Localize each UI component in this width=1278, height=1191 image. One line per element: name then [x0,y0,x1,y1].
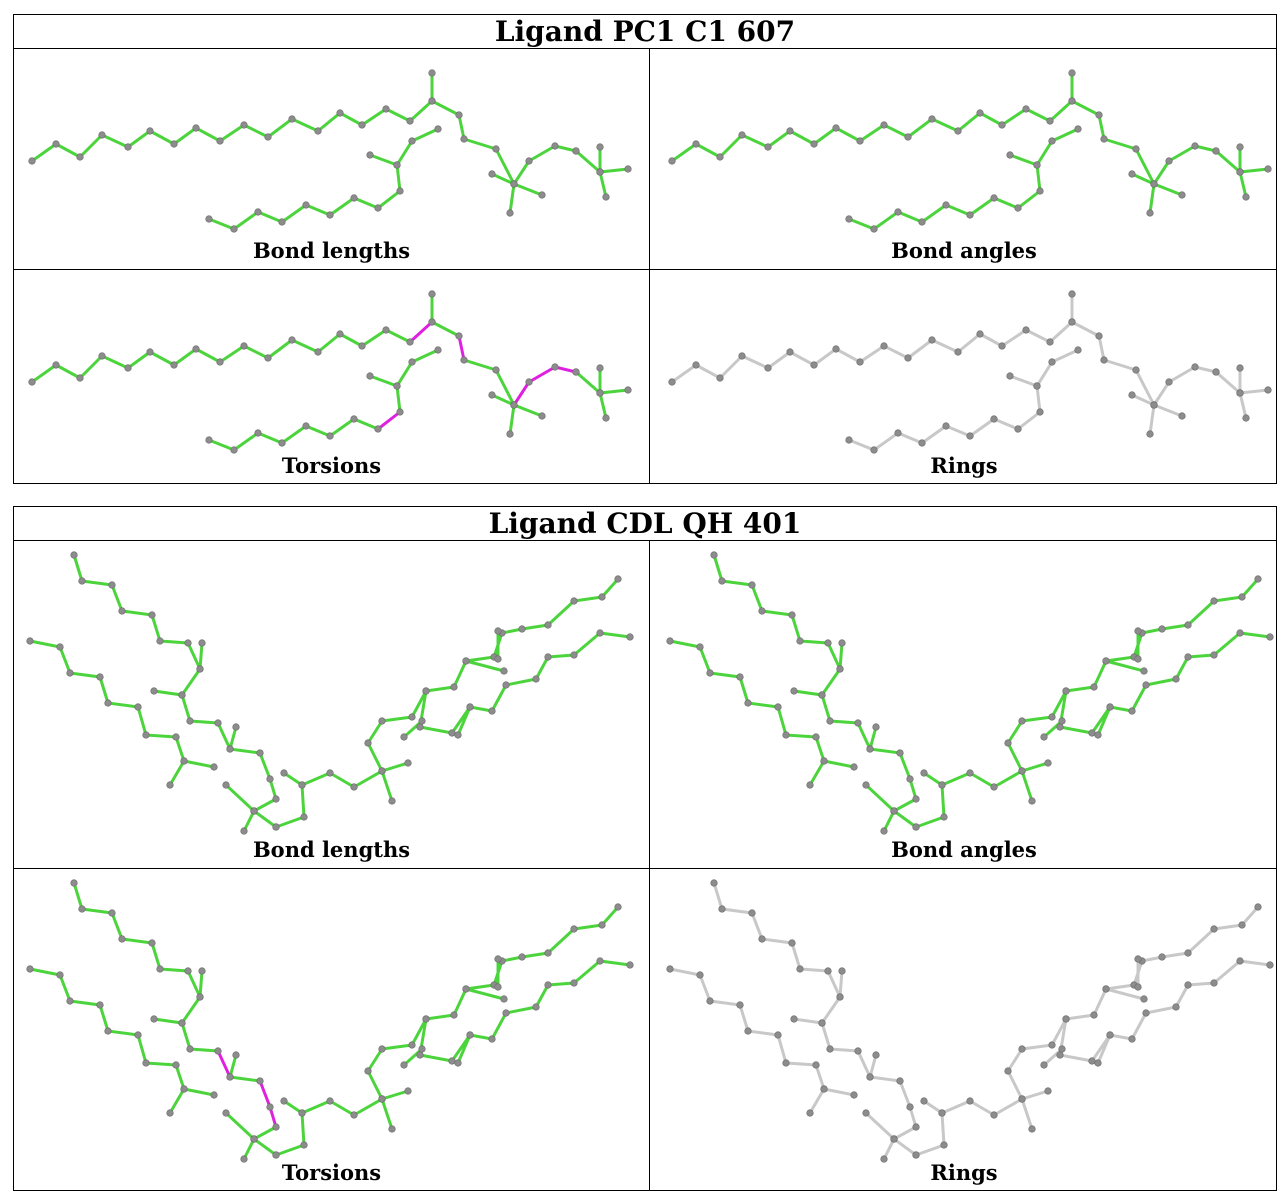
panel-bond-lengths: Bond lengths [14,541,649,868]
molecule-image [666,879,1274,1163]
panel-rings: Rings [650,270,1278,484]
panel-label: Rings [930,1160,998,1185]
panel-bond-lengths: Bond lengths [14,49,649,269]
panel-label: Bond lengths [252,837,411,862]
panel-label: Bond angles [891,837,1037,862]
panel-label: Rings [930,453,998,478]
panel-label: Torsions [281,1160,382,1185]
panel-rings: Rings [650,869,1278,1191]
column-divider [649,49,650,483]
molecule-image [668,290,1272,454]
panel-label: Torsions [281,453,382,478]
molecule-image [666,551,1274,835]
molecule-image [28,290,632,454]
ligand-block-1: Ligand PC1 C1 607 Bond lengths Bond angl… [13,14,1277,484]
ligand-title: Ligand CDL QH 401 [14,507,1276,541]
panel-bond-angles: Bond angles [650,49,1278,269]
panel-torsions: Torsions [14,869,649,1191]
panel-torsions: Torsions [14,270,649,484]
ligand-block-2: Ligand CDL QH 401 Bond lengths Bond angl… [13,506,1277,1191]
row-divider [14,868,1276,869]
molecule-image [28,69,632,233]
ligand-title: Ligand PC1 C1 607 [14,15,1276,49]
molecule-image [26,551,634,835]
column-divider [649,541,650,1190]
molecule-image [26,879,634,1163]
molecule-image [668,69,1272,233]
panel-label: Bond angles [891,238,1037,263]
panel-bond-angles: Bond angles [650,541,1278,868]
row-divider [14,269,1276,270]
panel-label: Bond lengths [252,238,411,263]
